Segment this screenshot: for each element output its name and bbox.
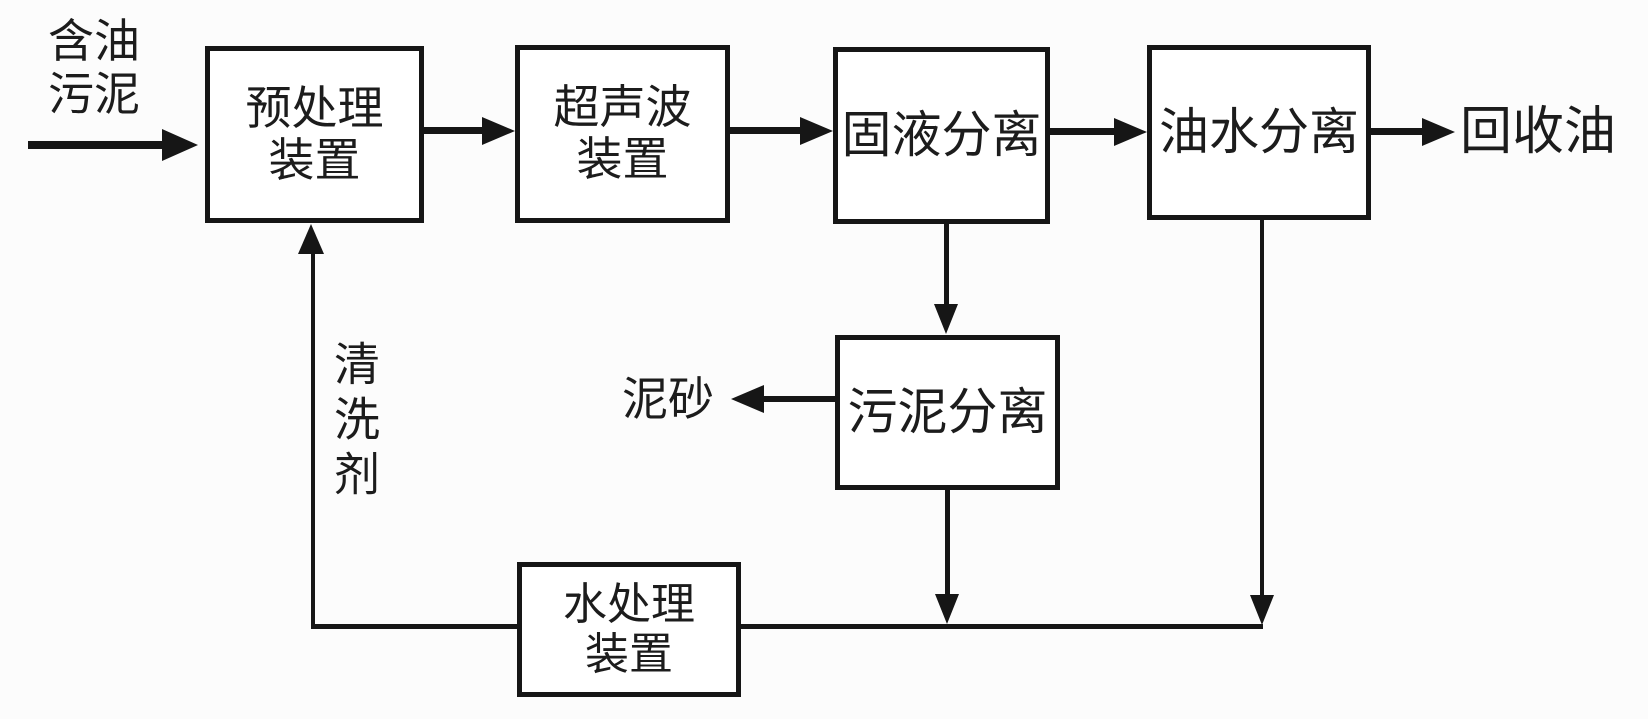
arrow-sludge-separation-head-icon xyxy=(934,304,958,334)
node-oil-water-separation: 油水分离 xyxy=(1147,45,1371,220)
input-arrow-line xyxy=(28,141,162,149)
node-oil-water-label: 油水分离 xyxy=(1159,104,1359,161)
arrow-sand-head-icon xyxy=(731,385,764,413)
input-arrowhead-icon xyxy=(162,129,198,161)
cleaning-agent-label: 清洗剂 xyxy=(328,340,379,505)
line-solid-liquid-to-sludge xyxy=(944,224,949,306)
node-solid-liquid-label: 固液分离 xyxy=(841,107,1042,164)
node-sludge-separation: 污泥分离 xyxy=(835,335,1060,490)
line-oil-water-to-return xyxy=(1260,220,1264,595)
arrow-sand-line xyxy=(763,396,835,402)
node-sludge-separation-label: 污泥分离 xyxy=(847,384,1048,441)
line-sludge-to-return xyxy=(945,490,950,594)
arrow-pretreatment-to-ultrasonic-head-icon xyxy=(482,117,515,145)
arrow-solid-liquid-to-oil-water-head-icon xyxy=(1114,118,1147,146)
node-pretreatment-label: 预处理 装置 xyxy=(245,82,384,186)
return-line-horizontal xyxy=(311,624,1263,629)
node-solid-liquid-separation: 固液分离 xyxy=(833,47,1050,224)
arrow-pretreatment-to-ultrasonic-line xyxy=(424,127,486,134)
node-water-treatment: 水处理 装置 xyxy=(517,562,741,697)
cleaning-agent-arrowhead-icon xyxy=(298,224,324,254)
sand-label: 泥砂 xyxy=(622,374,714,425)
cleaning-agent-line-vertical xyxy=(311,248,315,628)
arrow-oil-water-to-output-line xyxy=(1371,128,1425,135)
arrow-oil-water-to-output-head-icon xyxy=(1422,118,1455,146)
node-pretreatment: 预处理 装置 xyxy=(205,46,424,223)
arrow-oil-water-to-return-head-icon xyxy=(1250,595,1274,625)
input-label-oily-sludge: 含油 污泥 xyxy=(48,16,140,120)
arrow-solid-liquid-to-oil-water-line xyxy=(1050,128,1116,135)
arrow-ultrasonic-to-solid-liquid-head-icon xyxy=(800,117,833,145)
arrow-ultrasonic-to-solid-liquid-line xyxy=(730,127,802,134)
output-label-recovered-oil: 回收油 xyxy=(1460,104,1617,161)
node-ultrasonic-device: 超声波 装置 xyxy=(515,45,730,223)
arrow-sludge-to-return-head-icon xyxy=(935,594,959,624)
node-ultrasonic-label: 超声波 装置 xyxy=(553,82,692,185)
node-water-treatment-label: 水处理 装置 xyxy=(563,579,695,679)
